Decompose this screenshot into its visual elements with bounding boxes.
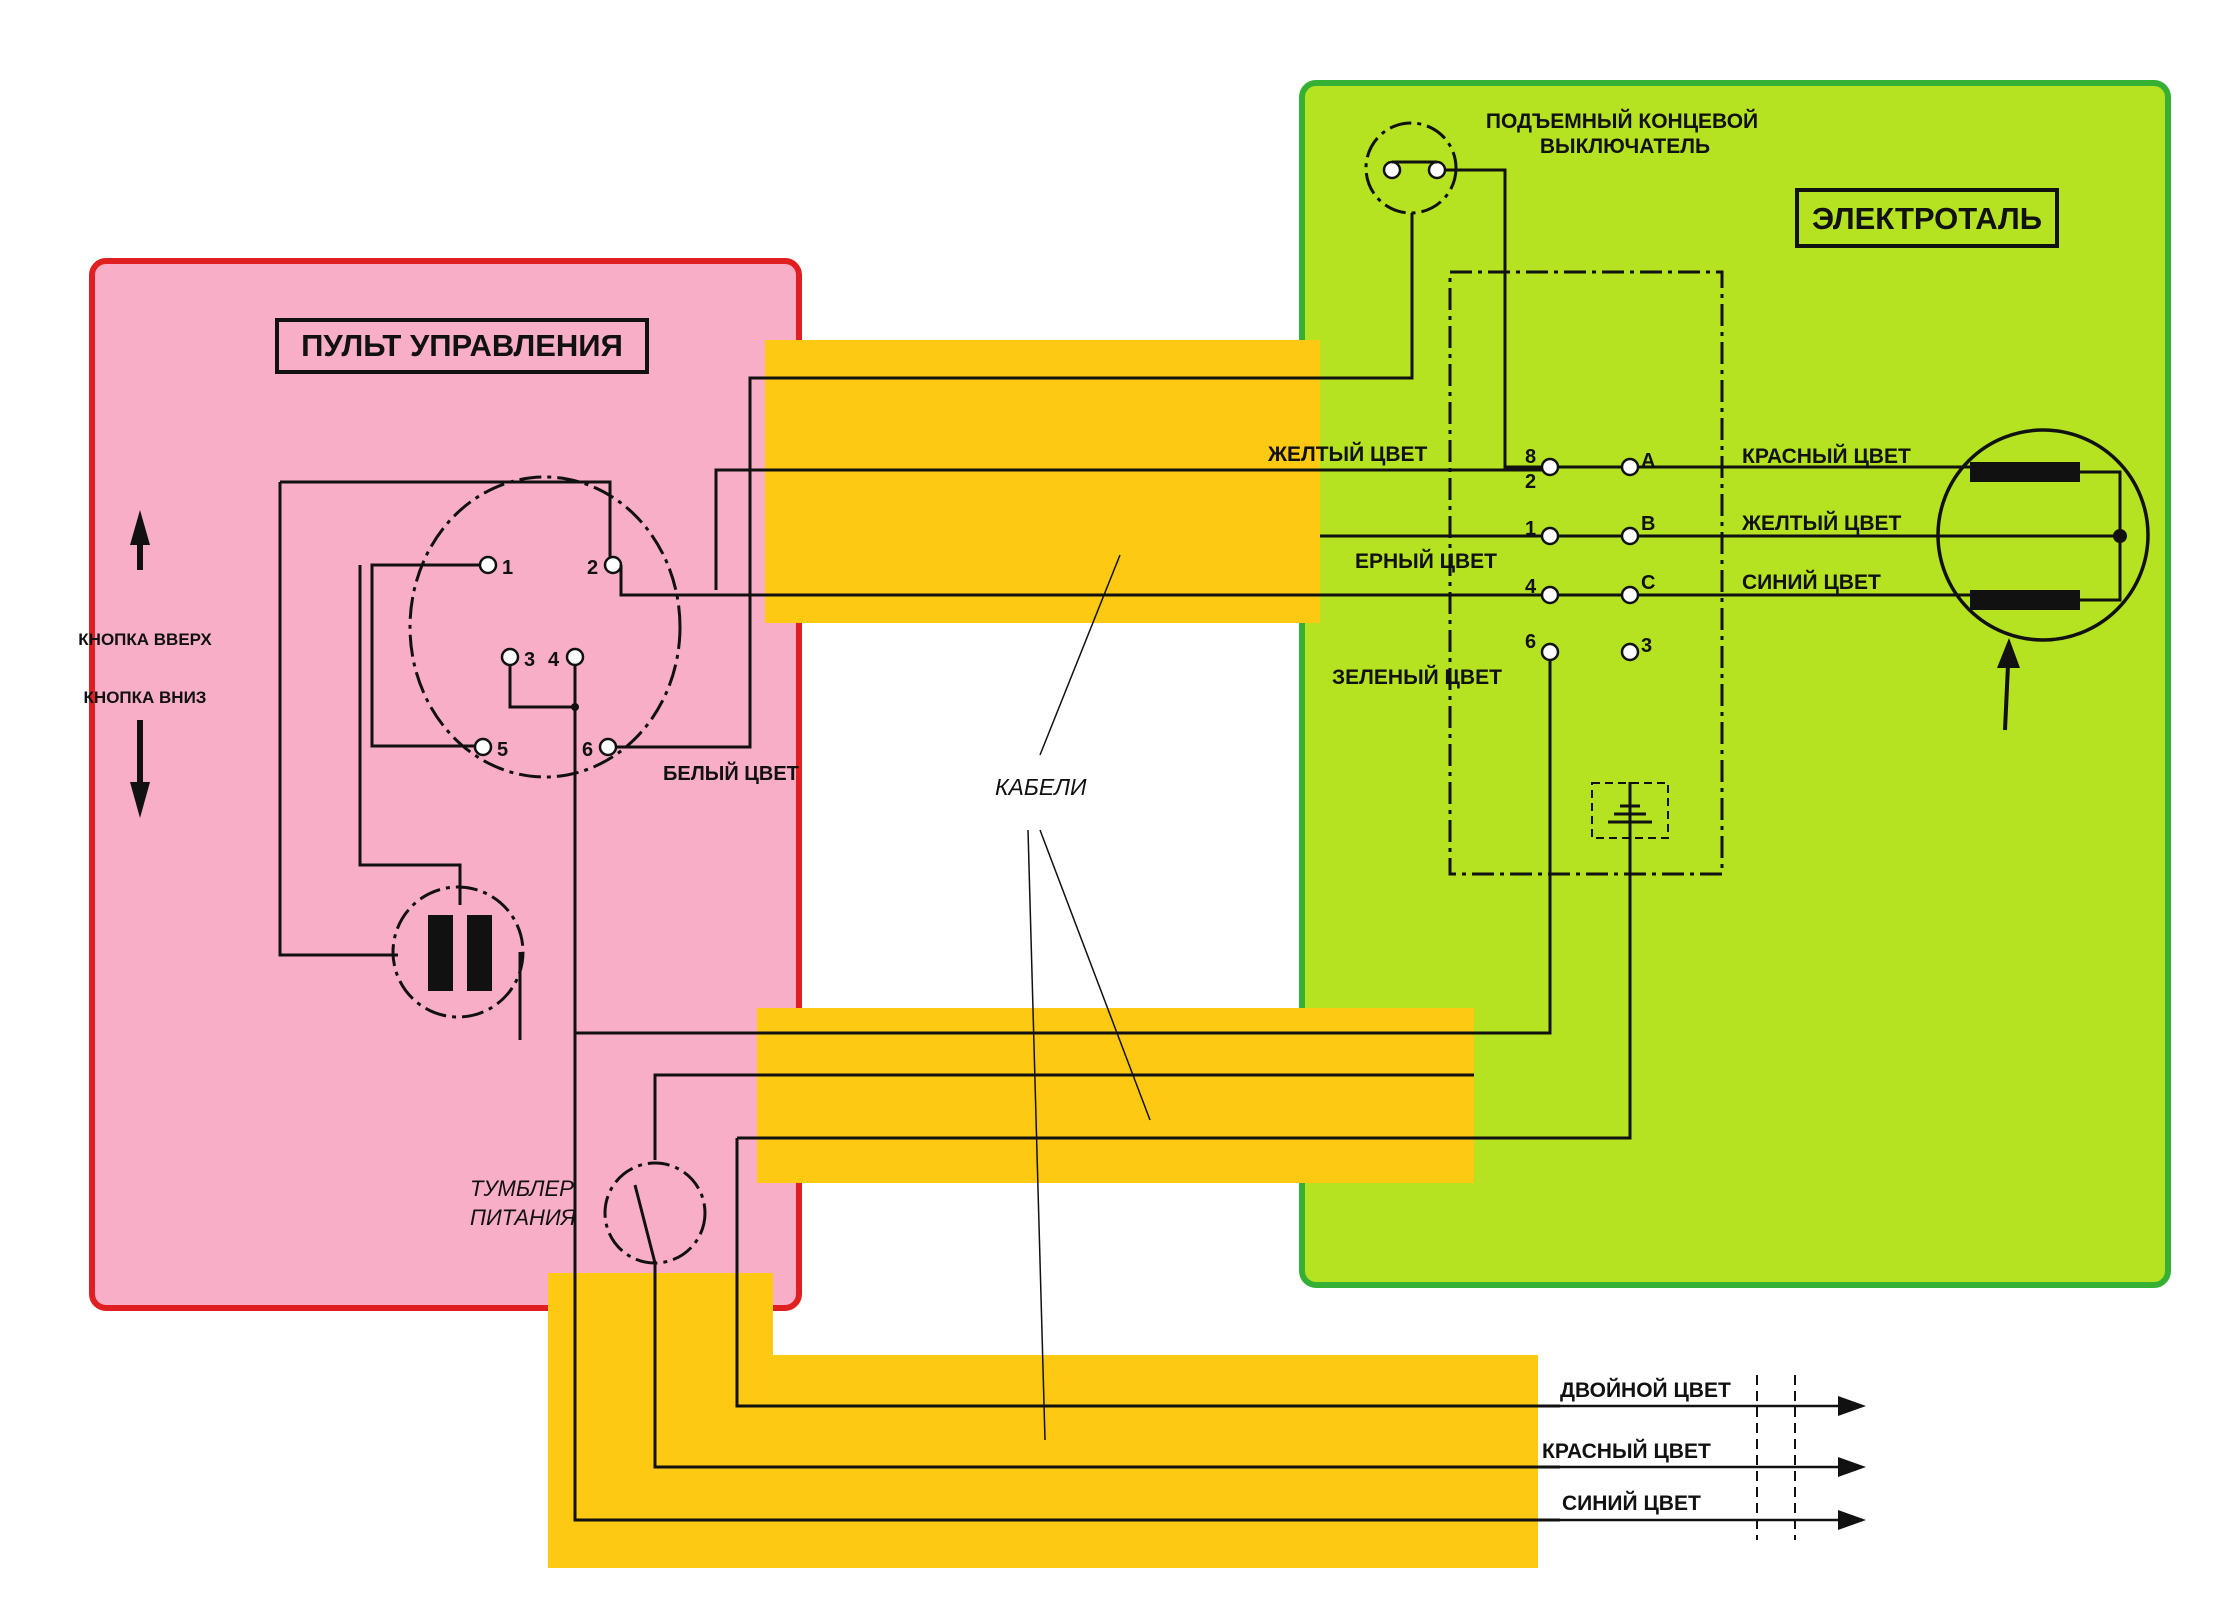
button-station-outline xyxy=(408,475,682,779)
hoist-terminal-1 xyxy=(1540,526,1560,546)
coil-bar-left xyxy=(428,915,453,991)
hoist-terminal-C-label: C xyxy=(1641,572,1655,594)
motor-blue-wire-label: СИНИЙ ЦВЕТ xyxy=(1742,570,1881,594)
switch-label-line1: ТУМБЛЕР xyxy=(470,1176,574,1201)
terminal-2-label: 2 xyxy=(587,557,598,579)
cable-pointer-lines xyxy=(1027,554,1151,1441)
motor-arrow-icon xyxy=(1997,638,2020,731)
contactor-coil-icon xyxy=(391,885,525,1019)
cables-label: КАБЕЛИ xyxy=(995,774,1087,800)
hoist-terminal-A xyxy=(1620,457,1640,477)
terminal-2 xyxy=(603,555,623,575)
limit-switch-label-2: ВЫКЛЮЧАТЕЛЬ xyxy=(1540,135,1710,158)
hoist-terminal-B-label: B xyxy=(1641,513,1655,535)
supply-double-label: ДВОЙНОЙ ЦВЕТ xyxy=(1560,1378,1731,1402)
hoist-title: ЭЛЕКТРОТАЛЬ xyxy=(1812,201,2042,236)
hoist-terminal-A-label: A xyxy=(1641,450,1655,472)
limit-switch-contact-right xyxy=(1427,160,1447,180)
motor-winding-bottom xyxy=(1970,590,2080,610)
terminal-5-label: 5 xyxy=(497,739,508,761)
terminal-4 xyxy=(565,647,585,667)
motor-icon xyxy=(1936,428,2150,642)
motor-red-wire-label: КРАСНЫЙ ЦВЕТ xyxy=(1742,444,1911,468)
button-down-label: КНОПКА ВНИЗ xyxy=(84,688,207,707)
supply-blue-label: СИНИЙ ЦВЕТ xyxy=(1562,1491,1701,1515)
hoist-terminal-C xyxy=(1620,585,1640,605)
motor-node xyxy=(2113,529,2127,543)
up-arrow-icon xyxy=(130,510,150,570)
motor-yellow-wire-label: ЖЕЛТЫЙ ЦВЕТ xyxy=(1741,511,1902,535)
terminal-3 xyxy=(500,647,520,667)
terminal-1-label: 1 xyxy=(502,557,513,579)
limit-switch-contact-left xyxy=(1382,160,1402,180)
terminal-6 xyxy=(598,737,618,757)
white-wire-label: БЕЛЫЙ ЦВЕТ xyxy=(663,761,799,785)
hoist-terminal-3-label: 3 xyxy=(1641,635,1652,657)
control-panel-title: ПУЛЬТ УПРАВЛЕНИЯ xyxy=(301,328,623,363)
hoist-terminal-6 xyxy=(1540,642,1560,662)
hoist-wiring xyxy=(1320,168,2120,1033)
coil-bar-right xyxy=(467,915,492,991)
hoist-terminal-2-label: 2 xyxy=(1525,471,1536,493)
button-up-label: КНОПКА ВВЕРХ xyxy=(78,630,212,649)
down-arrow-icon xyxy=(130,720,150,818)
hoist-yellow-wire-label: ЖЕЛТЫЙ ЦВЕТ xyxy=(1267,442,1428,466)
control-panel-title-box xyxy=(275,318,649,374)
hoist-green-wire-label: ЗЕЛЕНЫЙ ЦВЕТ xyxy=(1332,665,1502,689)
terminal-4-label: 4 xyxy=(548,649,560,671)
hoist-terminal-8-label: 8 xyxy=(1525,446,1536,468)
terminal-6-label: 6 xyxy=(582,739,593,761)
cable-bundle-middle xyxy=(757,1008,1474,1183)
toggle-lever xyxy=(633,1184,657,1264)
ground-icon xyxy=(1591,782,1669,839)
terminal-1 xyxy=(478,555,498,575)
hoist-terminal-1-label: 1 xyxy=(1525,518,1536,540)
terminal-5 xyxy=(473,737,493,757)
hoist-black-wire-label: ЕРНЫЙ ЦВЕТ xyxy=(1355,549,1497,573)
supply-arrows xyxy=(1560,1375,1866,1540)
supply-red-label: КРАСНЫЙ ЦВЕТ xyxy=(1542,1439,1711,1463)
hoist-terminal-4 xyxy=(1540,585,1560,605)
hoist-terminal-4-label: 4 xyxy=(1525,576,1537,598)
control-panel-box xyxy=(89,258,802,1311)
terminal-3-label: 3 xyxy=(524,649,535,671)
motor-winding-top xyxy=(1970,462,2080,482)
hoist-terminal-3 xyxy=(1620,642,1640,662)
cable-bundle-top xyxy=(765,340,1320,623)
hoist-terminal-8 xyxy=(1540,457,1560,477)
hoist-box xyxy=(1299,80,2171,1288)
hoist-terminal-block xyxy=(1448,270,1724,876)
hoist-terminal-B xyxy=(1620,526,1640,546)
hoist-title-box xyxy=(1795,188,2059,248)
hoist-terminal-6-label: 6 xyxy=(1525,631,1536,653)
limit-switch-label-1: ПОДЪЕМНЫЙ КОНЦЕВОЙ xyxy=(1486,109,1758,133)
limit-switch-icon xyxy=(1364,121,1458,215)
switch-label-line2: ПИТАНИЯ xyxy=(470,1205,577,1230)
